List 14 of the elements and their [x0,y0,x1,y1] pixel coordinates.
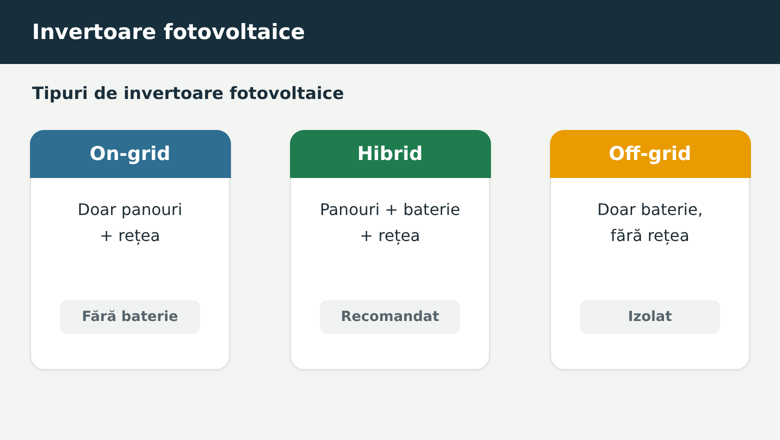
category-tag: Recomandat [320,300,460,334]
card-description: Doar panouri + rețea [76,199,184,247]
section-heading: Tipuri de invertoare fotovoltaice [32,83,344,106]
card-heading: Hibrid [290,130,490,178]
category-tag: Izolat [580,300,720,334]
category-tag: Fără baterie [60,300,200,334]
page-title: Invertoare fotovoltaice [32,19,306,46]
inverter-card [290,130,490,370]
inverter-card [30,130,230,370]
card-description: Panouri + baterie + rețea [318,199,462,247]
card-description: Doar baterie, fără rețea [596,199,704,247]
inverter-card [550,130,750,370]
card-heading: On-grid [30,130,230,178]
card-heading: Off-grid [550,130,750,178]
